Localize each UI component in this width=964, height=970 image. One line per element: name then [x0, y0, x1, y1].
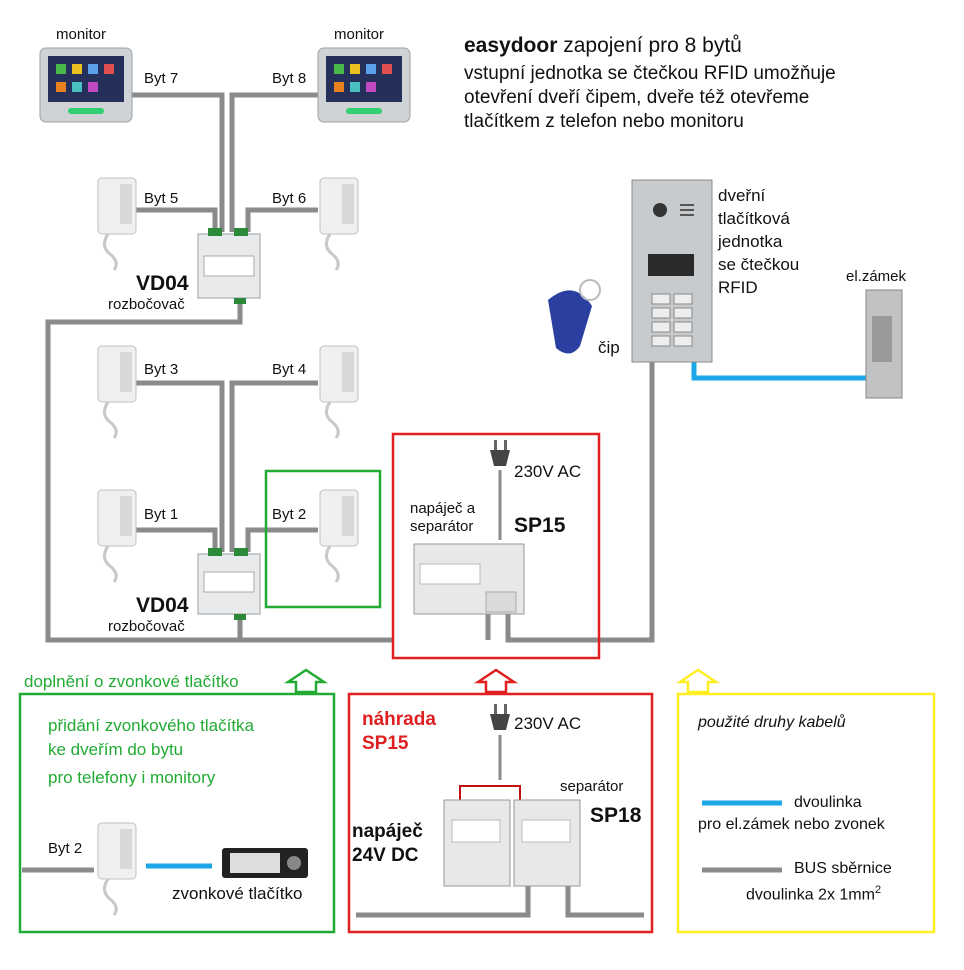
desc-line: vstupní jednotka se čtečkou RFID umožňuj… — [464, 63, 836, 84]
arrow-up-icon — [473, 668, 519, 694]
sp18-label: SP18 — [590, 804, 642, 827]
door-station-icon — [631, 179, 713, 363]
power-supply-icon — [413, 543, 525, 615]
psu-sep-line: separátor — [410, 518, 474, 535]
psu-sep-label: napáječ a separátor — [410, 500, 475, 536]
door-unit-line: tlačítková — [718, 209, 790, 228]
ac-label: 230V AC — [514, 462, 582, 481]
splitter-label: rozbočovač — [108, 296, 185, 313]
psu-sep-line: napáječ a — [410, 500, 476, 517]
green-heading: doplnění o zvonkové tlačítko — [24, 672, 239, 691]
green-text: přidání zvonkového tlačítka ke dveřím do… — [48, 714, 254, 790]
splitter-label: rozbočovač — [108, 618, 185, 635]
description: vstupní jednotka se čtečkou RFID umožňuj… — [464, 62, 934, 134]
desc-line: otevření dveří čipem, dveře též otevřeme — [464, 87, 810, 108]
door-unit-line: RFID — [718, 278, 758, 297]
byt2-highlight — [264, 469, 382, 609]
green-line: přidání zvonkového tlačítka — [48, 716, 255, 735]
sp15-box — [391, 432, 601, 660]
label-byt3: Byt 3 — [144, 361, 179, 378]
vd04-label: VD04 — [136, 594, 189, 617]
bus-wires — [22, 92, 782, 918]
arrow-up-icon — [283, 668, 329, 694]
monitor-icon — [39, 47, 133, 123]
green-line: pro telefony i monitory — [48, 768, 216, 787]
label-byt8: Byt 8 — [272, 70, 307, 87]
label-byt5: Byt 5 — [144, 190, 179, 207]
red-heading-line: SP15 — [362, 733, 409, 754]
brand: easydoor — [464, 34, 558, 57]
power-supply-icon — [443, 785, 581, 887]
splitter-icon — [197, 228, 261, 304]
intercom-phone-icon — [97, 177, 137, 271]
red-box — [347, 692, 654, 934]
separator-label: separátor — [560, 778, 624, 795]
label-byt1: Byt 1 — [144, 506, 179, 523]
monitor-label: monitor — [334, 26, 385, 43]
chip-label: čip — [598, 338, 620, 357]
red-heading: náhrada SP15 — [362, 708, 436, 756]
legend-gray-2: dvoulinka 2x 1mm2 — [746, 884, 881, 904]
power-plug-icon — [490, 704, 510, 730]
legend-sup: 2 — [874, 884, 882, 896]
green-box — [18, 692, 336, 934]
psu-line: napáječ — [352, 821, 423, 842]
legend-blue-1: dvoulinka — [794, 794, 862, 811]
twin-wires — [146, 360, 866, 869]
yellow-box — [676, 692, 936, 934]
legend-gray-1: BUS sběrnice — [794, 860, 892, 877]
power-plug-icon — [490, 440, 510, 466]
lock-label: el.zámek — [846, 268, 907, 285]
legend-gray-2-text: dvoulinka 2x 1mm — [746, 886, 875, 904]
vd04-label: VD04 — [136, 272, 189, 295]
psu-line: 24V DC — [352, 845, 419, 866]
label-byt2: Byt 2 — [272, 506, 307, 523]
door-unit-line: se čtečkou — [718, 255, 800, 274]
label-byt4: Byt 4 — [272, 361, 307, 378]
desc-line: tlačítkem z telefon nebo monitoru — [464, 111, 744, 132]
door-unit-line: jednotka — [718, 232, 783, 251]
legend-blue-2: pro el.zámek nebo zvonek — [698, 816, 885, 833]
red-heading-line: náhrada — [362, 709, 436, 730]
electric-lock-icon — [865, 289, 903, 399]
doorbell-label: zvonkové tlačítko — [172, 884, 303, 903]
door-unit-line: dveřní — [718, 186, 766, 205]
rfid-tag-icon — [548, 279, 601, 354]
label-byt7: Byt 7 — [144, 70, 179, 87]
arrow-up-icon — [675, 668, 721, 694]
green-byt2: Byt 2 — [48, 840, 83, 857]
doorbell-button-icon — [222, 848, 308, 878]
monitor-label: monitor — [56, 26, 107, 43]
sp15-label: SP15 — [514, 514, 566, 537]
title-rest: zapojení pro 8 bytů — [563, 34, 742, 57]
splitter-icon — [197, 548, 261, 620]
door-unit-label: dveřní tlačítková jednotka se čtečkou RF… — [718, 184, 799, 299]
red-ac-label: 230V AC — [514, 714, 582, 733]
legend-heading: použité druhy kabelů — [698, 714, 846, 731]
psu-label: napáječ 24V DC — [352, 820, 423, 868]
green-line: ke dveřím do bytu — [48, 740, 184, 759]
page-title: easydoor zapojení pro 8 bytů — [464, 32, 742, 59]
label-byt6: Byt 6 — [272, 190, 307, 207]
monitor-icon — [317, 47, 411, 123]
